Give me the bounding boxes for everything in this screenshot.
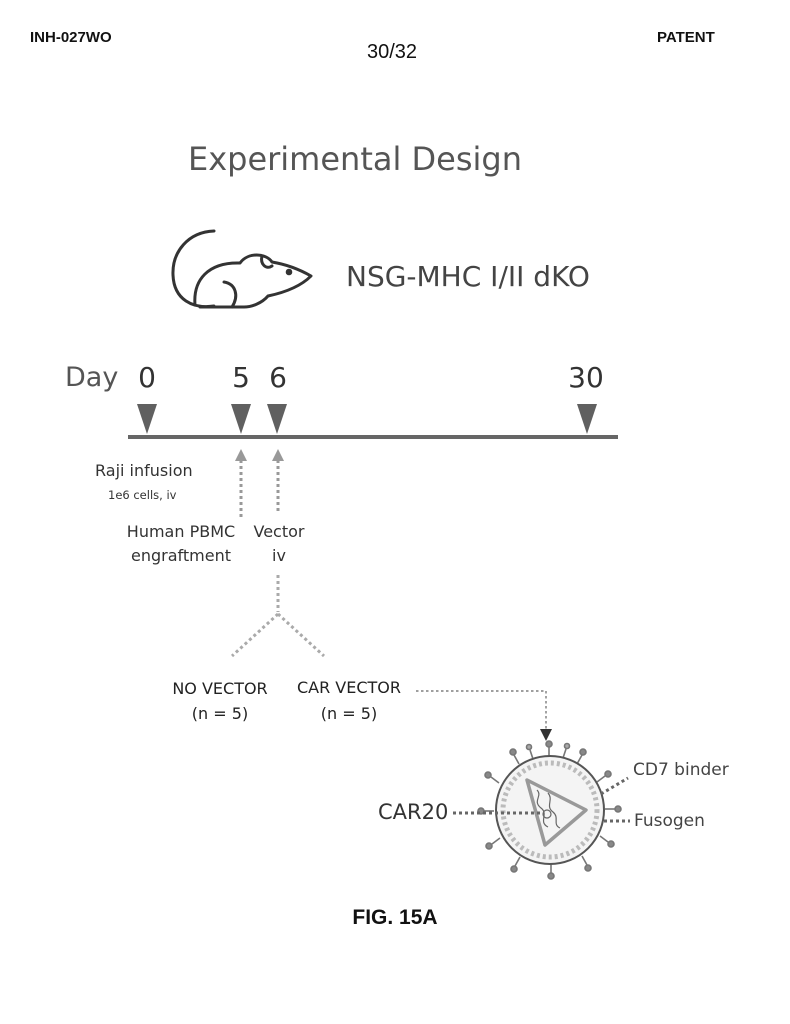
group-car-vector-name: CAR VECTOR: [296, 678, 402, 697]
marker-day-5: [231, 404, 251, 434]
timepoint-markers: [137, 404, 597, 434]
mouse-model-label: NSG-MHC I/II dKO: [346, 260, 590, 293]
group-split-lines: [230, 575, 326, 658]
marker-day-6: [267, 404, 287, 434]
vector-particle-icon: [477, 740, 622, 880]
page-number: 30/32: [367, 41, 418, 63]
car-vector-connector: [416, 690, 547, 730]
day-6-label: 6: [269, 361, 287, 394]
fusogen-label: Fusogen: [634, 811, 705, 831]
raji-infusion-label: Raji infusion: [95, 461, 193, 480]
group-no-vector-n: (n = 5): [191, 704, 249, 723]
pbmc-arrowhead: [235, 449, 247, 461]
raji-infusion-detail: 1e6 cells, iv: [108, 488, 177, 502]
mouse-icon: [171, 229, 313, 309]
docket-number: INH-027WO: [30, 29, 112, 46]
day-0-label: 0: [138, 361, 156, 394]
diagram-title: Experimental Design: [187, 140, 523, 178]
cd7-binder-label: CD7 binder: [633, 760, 729, 780]
day-5-label: 5: [232, 361, 250, 394]
group-no-vector-name: NO VECTOR: [172, 679, 268, 698]
cd7-binder-pointer: [600, 776, 629, 796]
vector-arrowhead: [272, 449, 284, 461]
group-car-vector-n: (n = 5): [320, 704, 378, 723]
car-vector-arrowhead: [540, 729, 552, 741]
vector-label-line2: iv: [272, 546, 286, 565]
marker-day-0: [137, 404, 157, 434]
patent-label: PATENT: [657, 29, 715, 46]
pbmc-label-line2: engraftment: [131, 546, 231, 565]
pbmc-label-line1: Human PBMC: [126, 522, 236, 541]
day-axis-label: Day: [65, 362, 119, 393]
figure-label: FIG. 15A: [352, 906, 438, 929]
car20-label: CAR20: [378, 800, 449, 824]
marker-day-30: [577, 404, 597, 434]
vector-label-line1: Vector: [253, 522, 305, 541]
day-30-label: 30: [568, 361, 604, 394]
